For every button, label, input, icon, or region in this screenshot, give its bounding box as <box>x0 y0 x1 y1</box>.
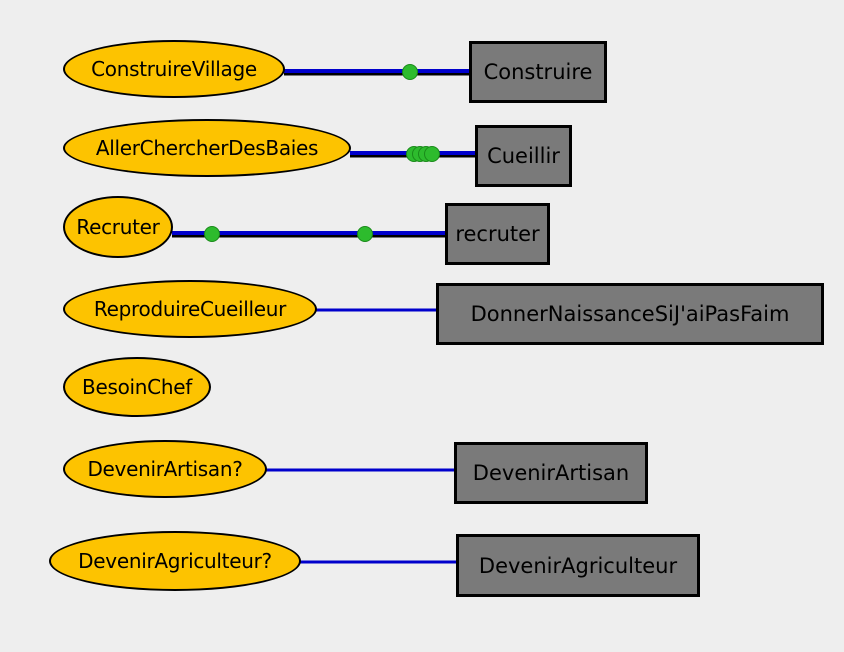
action-node-devenir-artisan[interactable]: DevenirArtisan <box>454 442 648 504</box>
token-dot <box>204 226 220 242</box>
goal-node-aller-chercher-des-baies[interactable]: AllerChercherDesBaies <box>63 119 351 177</box>
goal-node-construire-village[interactable]: ConstruireVillage <box>63 40 285 98</box>
token-dot <box>424 146 440 162</box>
goal-node-devenir-artisan[interactable]: DevenirArtisan? <box>63 440 267 498</box>
token-dot <box>357 226 373 242</box>
goal-node-besoin-chef[interactable]: BesoinChef <box>63 357 211 417</box>
token-dot <box>402 64 418 80</box>
action-node-construire[interactable]: Construire <box>469 41 607 103</box>
goal-node-devenir-agriculteur[interactable]: DevenirAgriculteur? <box>49 531 301 591</box>
goal-node-recruter[interactable]: Recruter <box>63 196 173 258</box>
action-node-donner-naissance[interactable]: DonnerNaissanceSiJ'aiPasFaim <box>436 283 824 345</box>
action-node-cueillir[interactable]: Cueillir <box>475 125 572 187</box>
goal-node-reproduire-cueilleur[interactable]: ReproduireCueilleur <box>63 280 317 338</box>
action-node-recruter[interactable]: recruter <box>445 203 550 265</box>
action-node-devenir-agriculteur[interactable]: DevenirAgriculteur <box>456 534 700 597</box>
